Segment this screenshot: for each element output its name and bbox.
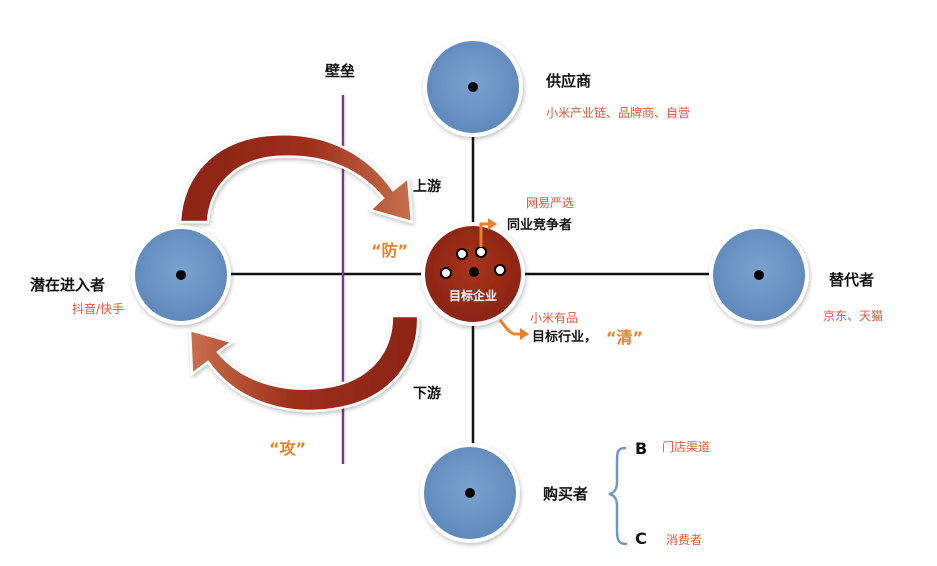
supplier-name: 供应商 xyxy=(546,72,592,90)
industry-accent: “清” xyxy=(606,328,644,347)
center-dot-1 xyxy=(456,248,468,260)
center-node xyxy=(421,222,525,326)
competitor-name: 同业竞争者 xyxy=(507,218,573,233)
buyer-group-c-note: 消费者 xyxy=(666,533,703,547)
center-dot-5 xyxy=(494,264,506,276)
center-label: 目标企业 xyxy=(449,289,498,303)
substitute-node xyxy=(709,225,809,325)
substitute-note: 京东、天猫 xyxy=(823,309,884,323)
upstream-label: 上游 xyxy=(413,179,441,195)
substitute-name: 替代者 xyxy=(829,271,875,289)
buyer-bracket xyxy=(608,446,628,546)
buyer-group-b-note: 门店渠道 xyxy=(662,440,711,454)
industry-arrow xyxy=(498,319,529,340)
entrant-dot xyxy=(176,270,186,280)
supplier-dot xyxy=(468,82,478,92)
supplier-node xyxy=(423,37,523,137)
buyer-node xyxy=(420,443,520,543)
buyer-group-c-letter: C xyxy=(635,529,647,548)
defense-arrow xyxy=(178,133,414,224)
supplier-note: 小米产业链、品牌商、自营 xyxy=(546,106,691,120)
buyer-dot xyxy=(465,488,475,498)
industry-name: 目标行业， xyxy=(532,330,598,345)
competitor-arrow xyxy=(479,218,497,247)
defense-label: “防” xyxy=(371,241,409,260)
attack-label: “攻” xyxy=(269,439,307,458)
entrant-node xyxy=(131,225,231,325)
buyer-name: 购买者 xyxy=(543,485,589,503)
substitute-dot xyxy=(754,270,764,280)
center-dot-4 xyxy=(469,267,479,277)
entrant-name: 潜在进入者 xyxy=(30,276,106,294)
downstream-label: 下游 xyxy=(413,386,441,402)
center-dot-2 xyxy=(475,246,487,258)
barrier-label: 壁垒 xyxy=(325,62,356,80)
center-dot-3 xyxy=(440,267,452,279)
competitor-note: 网易严选 xyxy=(526,196,575,210)
entrant-note: 抖音/快手 xyxy=(72,302,125,316)
industry-note: 小米有品 xyxy=(530,311,579,325)
attack-arrow xyxy=(188,314,420,413)
buyer-group-b-letter: B xyxy=(635,439,648,458)
